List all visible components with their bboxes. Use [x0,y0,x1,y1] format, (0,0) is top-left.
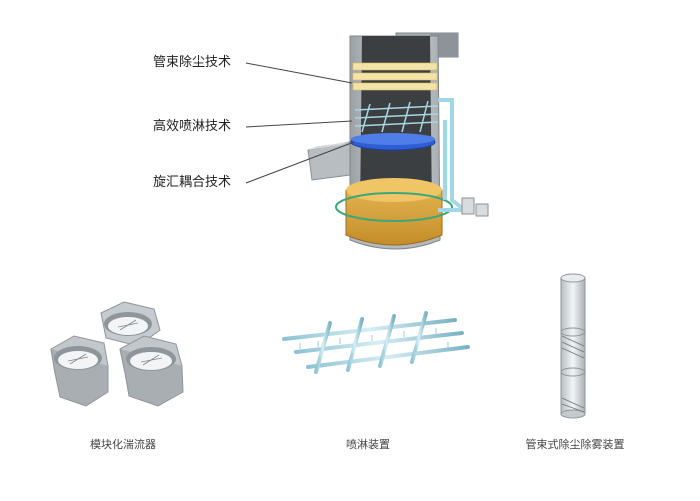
pumps [461,197,489,217]
callout-leaders [245,62,355,184]
caption-modular-swirl-device: 模块化湍流器 [90,438,156,451]
spray-layer [354,100,439,133]
slurry-tank [335,178,453,246]
external-piping [438,98,470,212]
callout-high-efficiency-spray: 高效喷淋技术 [153,119,232,134]
caption-tube-demister: 管束式除尘除雾装置 [525,438,625,451]
callout-tube-dust-removal: 管束除尘技术 [153,55,232,70]
spray-device-illustration [282,311,470,374]
flue-inlet-duct [307,141,351,181]
modular-swirl-device-illustration [50,301,184,407]
callout-swirl-coupling: 旋汇耦合技术 [153,175,232,190]
demister-layer [352,62,438,91]
tube-demister-illustration [560,273,586,419]
caption-spray-device: 喷淋装置 [346,438,390,451]
